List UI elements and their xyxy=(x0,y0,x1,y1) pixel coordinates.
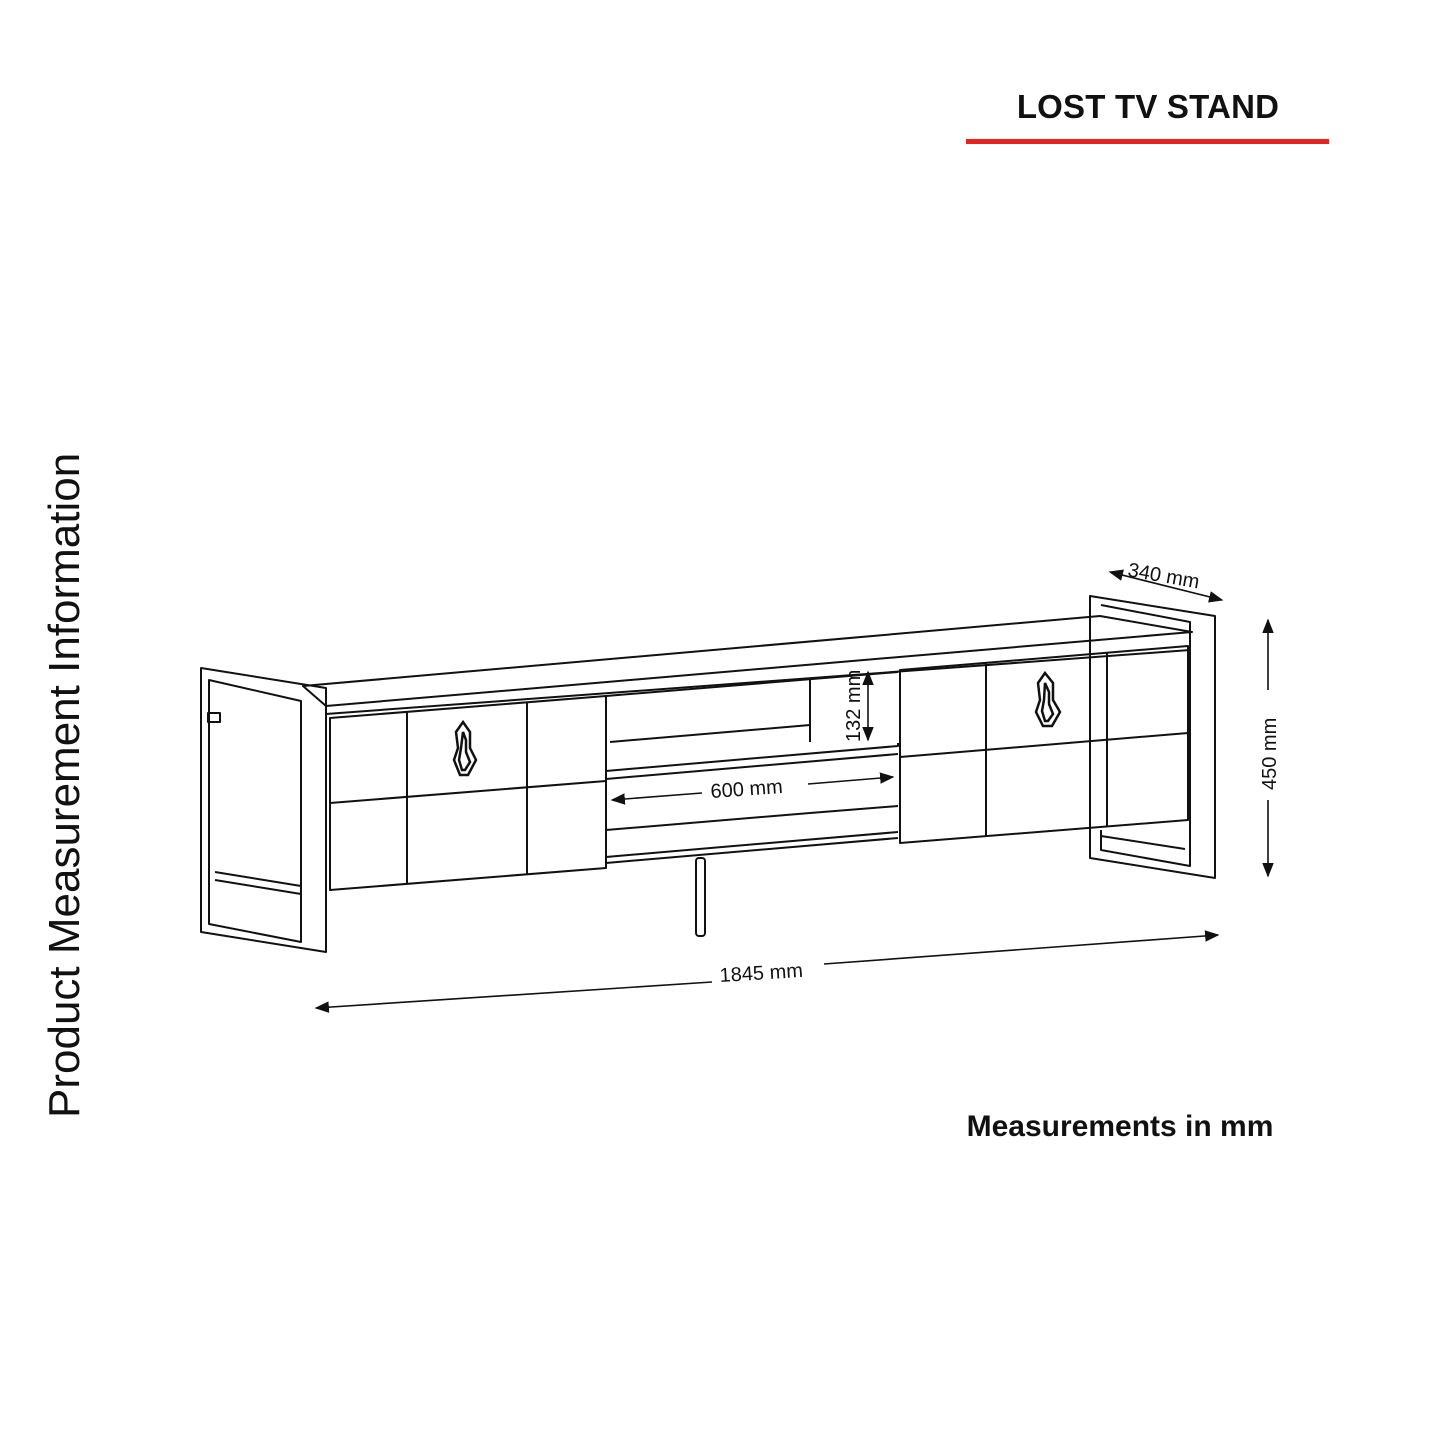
top-panel xyxy=(302,615,1193,715)
right-handle-icon xyxy=(1034,670,1062,728)
total-width-arrow-left xyxy=(314,981,713,1013)
hinge-icon xyxy=(207,712,221,723)
total-width-arrow-right xyxy=(823,930,1220,965)
height-label: 450 mm xyxy=(1259,718,1281,790)
title-underline xyxy=(966,139,1329,144)
left-handle-icon xyxy=(452,719,478,777)
left-door xyxy=(329,695,607,891)
right-frame xyxy=(1089,595,1216,879)
depth-label: 340 mm xyxy=(1126,559,1201,593)
left-frame xyxy=(200,667,327,953)
total-width-label: 1845 mm xyxy=(719,960,804,987)
center-shelves xyxy=(605,671,899,937)
shelf-height-label: 132 mm xyxy=(843,670,865,742)
shelf-width-arrow-left xyxy=(610,792,703,805)
measurements-note: Measurements in mm xyxy=(966,1110,1274,1143)
depth-arrow xyxy=(1108,569,1224,603)
shelf-width-label: 600 mm xyxy=(710,776,784,803)
shelf-width-arrow-right xyxy=(807,772,895,785)
product-title: LOST TV STAND xyxy=(1016,88,1280,125)
right-door xyxy=(899,645,1189,844)
